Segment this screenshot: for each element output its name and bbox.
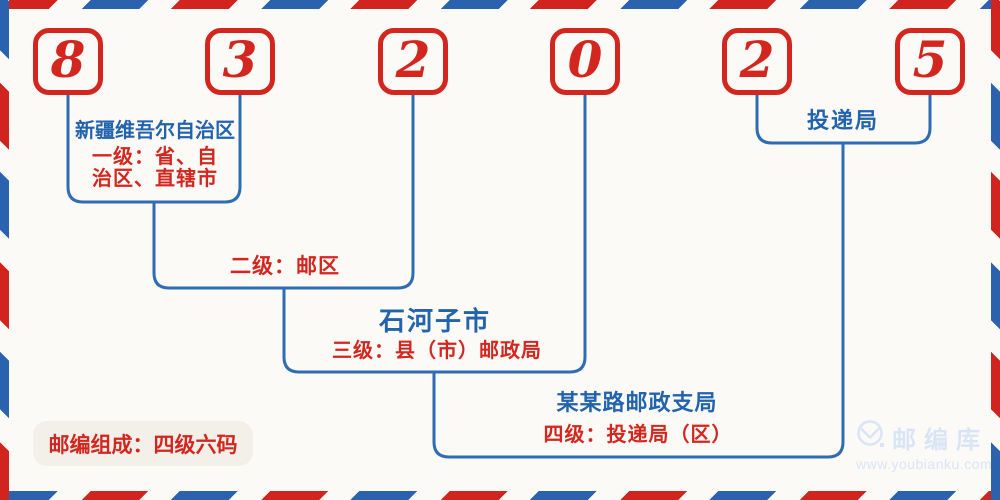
digit-6: 5 — [912, 29, 948, 89]
digit-1: 8 — [50, 29, 86, 89]
level4-branch-name: 某某路邮政支局 — [556, 390, 718, 415]
digit-4: 0 — [567, 29, 603, 89]
watermark-brand: 邮编库 — [892, 427, 988, 454]
level3-city-name: 石河子市 — [378, 306, 492, 336]
level5-delivery-office-label: 投递局 — [806, 108, 880, 133]
digit-box-3: 2 — [378, 28, 448, 95]
level2-description: 二级：邮区 — [230, 255, 340, 278]
level1-region-name: 新疆维吾尔自治区 — [75, 120, 235, 142]
digit-3: 2 — [395, 29, 431, 89]
bracket-level5 — [755, 95, 932, 145]
digit-2: 3 — [222, 29, 258, 89]
digit-5: 2 — [739, 29, 775, 89]
airmail-border-left — [0, 0, 9, 500]
digit-box-4: 0 — [550, 28, 620, 95]
airmail-border-right — [991, 0, 1000, 500]
level1-description-line1: 一级：省、自 — [92, 146, 218, 168]
digit-box-6: 5 — [895, 28, 965, 95]
level3-description: 三级：县（市）邮政局 — [332, 340, 542, 362]
airmail-border-bottom — [0, 491, 1000, 500]
bracket-level4 — [432, 143, 845, 459]
digit-box-1: 8 — [33, 28, 103, 95]
envelope-logo-icon — [856, 420, 886, 455]
airmail-border-top — [0, 0, 1000, 9]
digit-box-5: 2 — [722, 28, 792, 95]
level4-description: 四级：投递局（区） — [543, 424, 733, 446]
watermark-url: www.youbianku.com — [856, 456, 993, 472]
digit-box-2: 3 — [205, 28, 275, 95]
level1-description-line2: 治区、直辖市 — [92, 168, 218, 190]
composition-badge: 邮编组成：四级六码 — [33, 421, 253, 466]
composition-note: 邮编组成：四级六码 — [48, 433, 238, 457]
watermark: 邮编库 www.youbianku.com — [856, 420, 993, 472]
